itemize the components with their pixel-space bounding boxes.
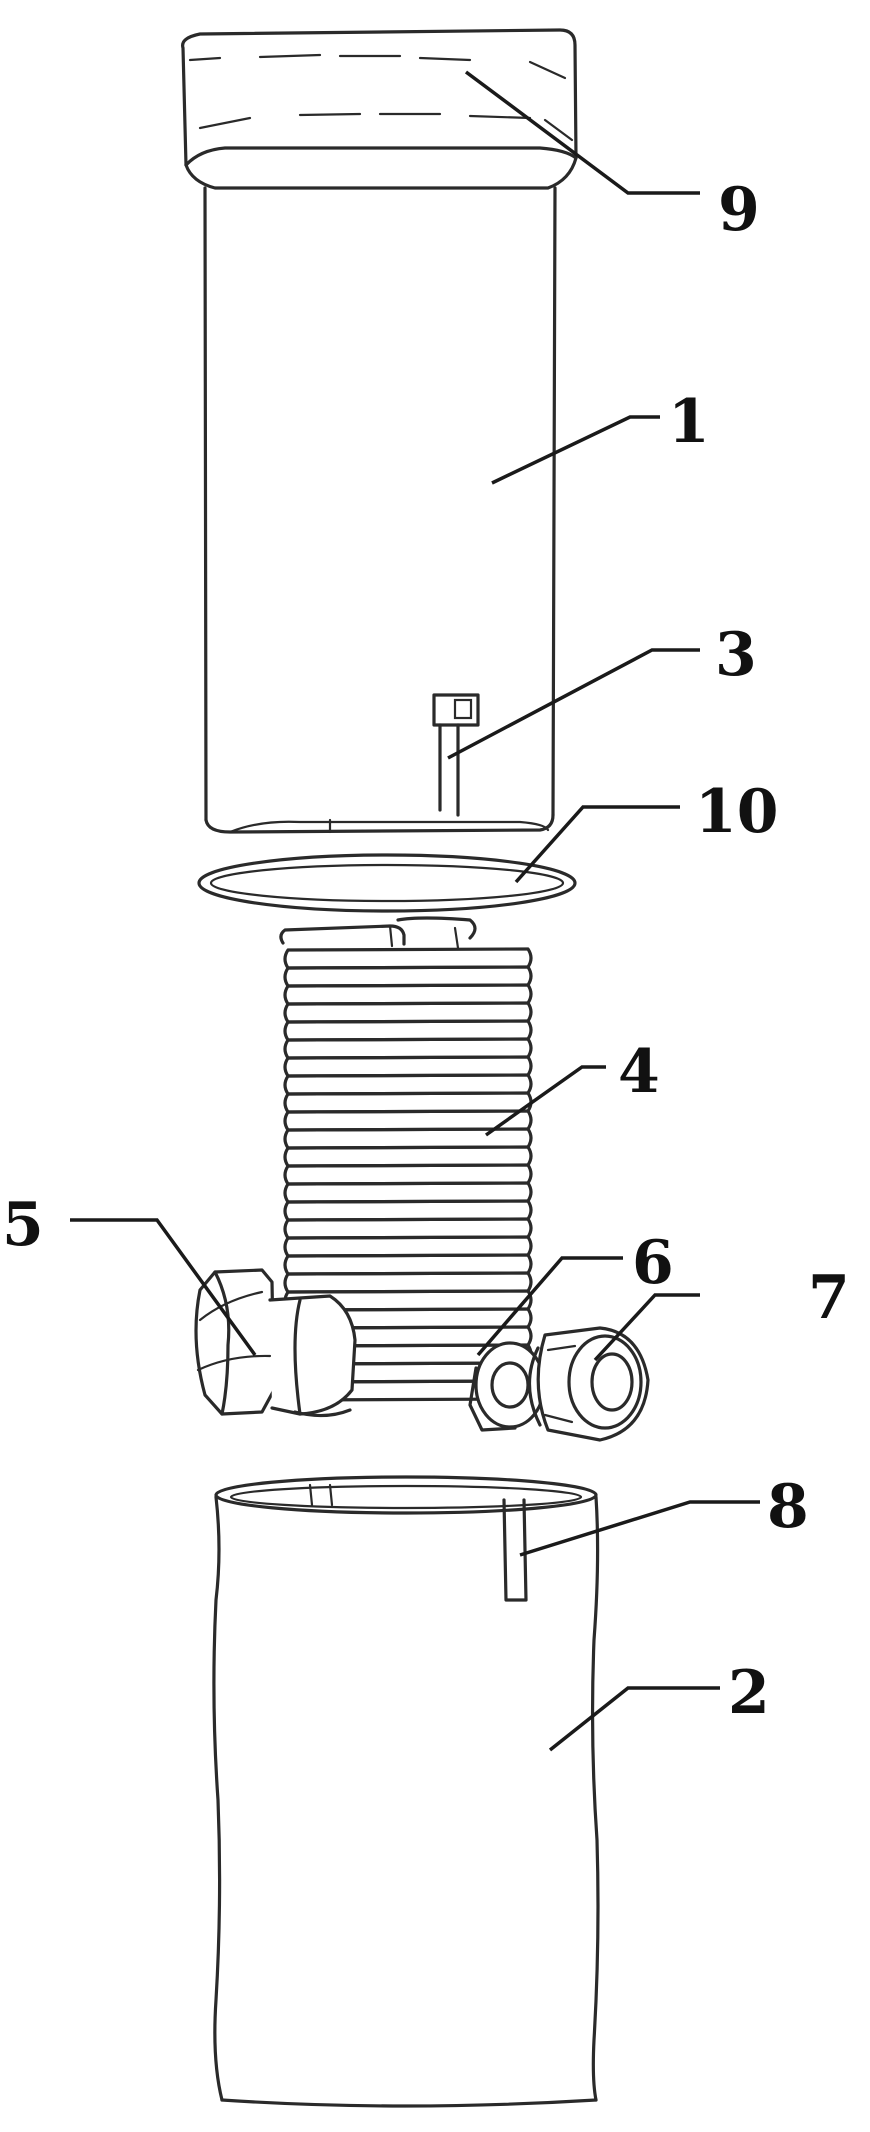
coil-winding	[283, 1145, 533, 1168]
upper-cylinder-part-1	[203, 186, 557, 834]
coil-winding	[283, 1235, 533, 1258]
coil-winding	[283, 1055, 533, 1078]
coil-winding	[283, 1253, 533, 1276]
coil-winding	[283, 1037, 533, 1060]
coil-winding	[283, 947, 533, 970]
left-connector-part-5	[194, 1268, 357, 1418]
coil-winding	[283, 1181, 533, 1204]
label-7: 7	[808, 1263, 850, 1333]
label-4: 4	[618, 1037, 660, 1107]
coil-winding	[283, 1271, 533, 1294]
label-1: 1	[668, 387, 710, 457]
label-8: 8	[767, 1472, 809, 1542]
coil-winding	[283, 1001, 533, 1024]
coil-winding	[283, 1091, 533, 1114]
nut-part-7	[527, 1326, 650, 1442]
lower-cylinder-part-2	[212, 1475, 600, 2108]
leader-lines	[70, 70, 760, 1752]
coil-winding	[283, 965, 533, 988]
coil-winding	[283, 1199, 533, 1222]
coil-winding	[283, 1163, 533, 1186]
label-5: 5	[2, 1190, 44, 1260]
coil-winding	[283, 1217, 533, 1240]
coil-winding	[283, 1109, 533, 1132]
label-10: 10	[695, 777, 779, 847]
slot-part-8	[502, 1498, 528, 1602]
cap-part-9	[181, 28, 578, 190]
inner-hook-part-3	[432, 693, 480, 817]
coil-winding	[283, 1073, 533, 1096]
part-number-labels: 9 1 3 10 4 5 6 7 8 2	[2, 175, 850, 1728]
label-9: 9	[718, 175, 760, 245]
coil-winding	[283, 983, 533, 1006]
label-2: 2	[728, 1658, 770, 1728]
sealing-ring-part-10	[197, 853, 577, 913]
label-6: 6	[632, 1228, 674, 1298]
coil-winding	[283, 1019, 533, 1042]
coil-winding	[283, 1127, 533, 1150]
label-3: 3	[715, 620, 757, 690]
